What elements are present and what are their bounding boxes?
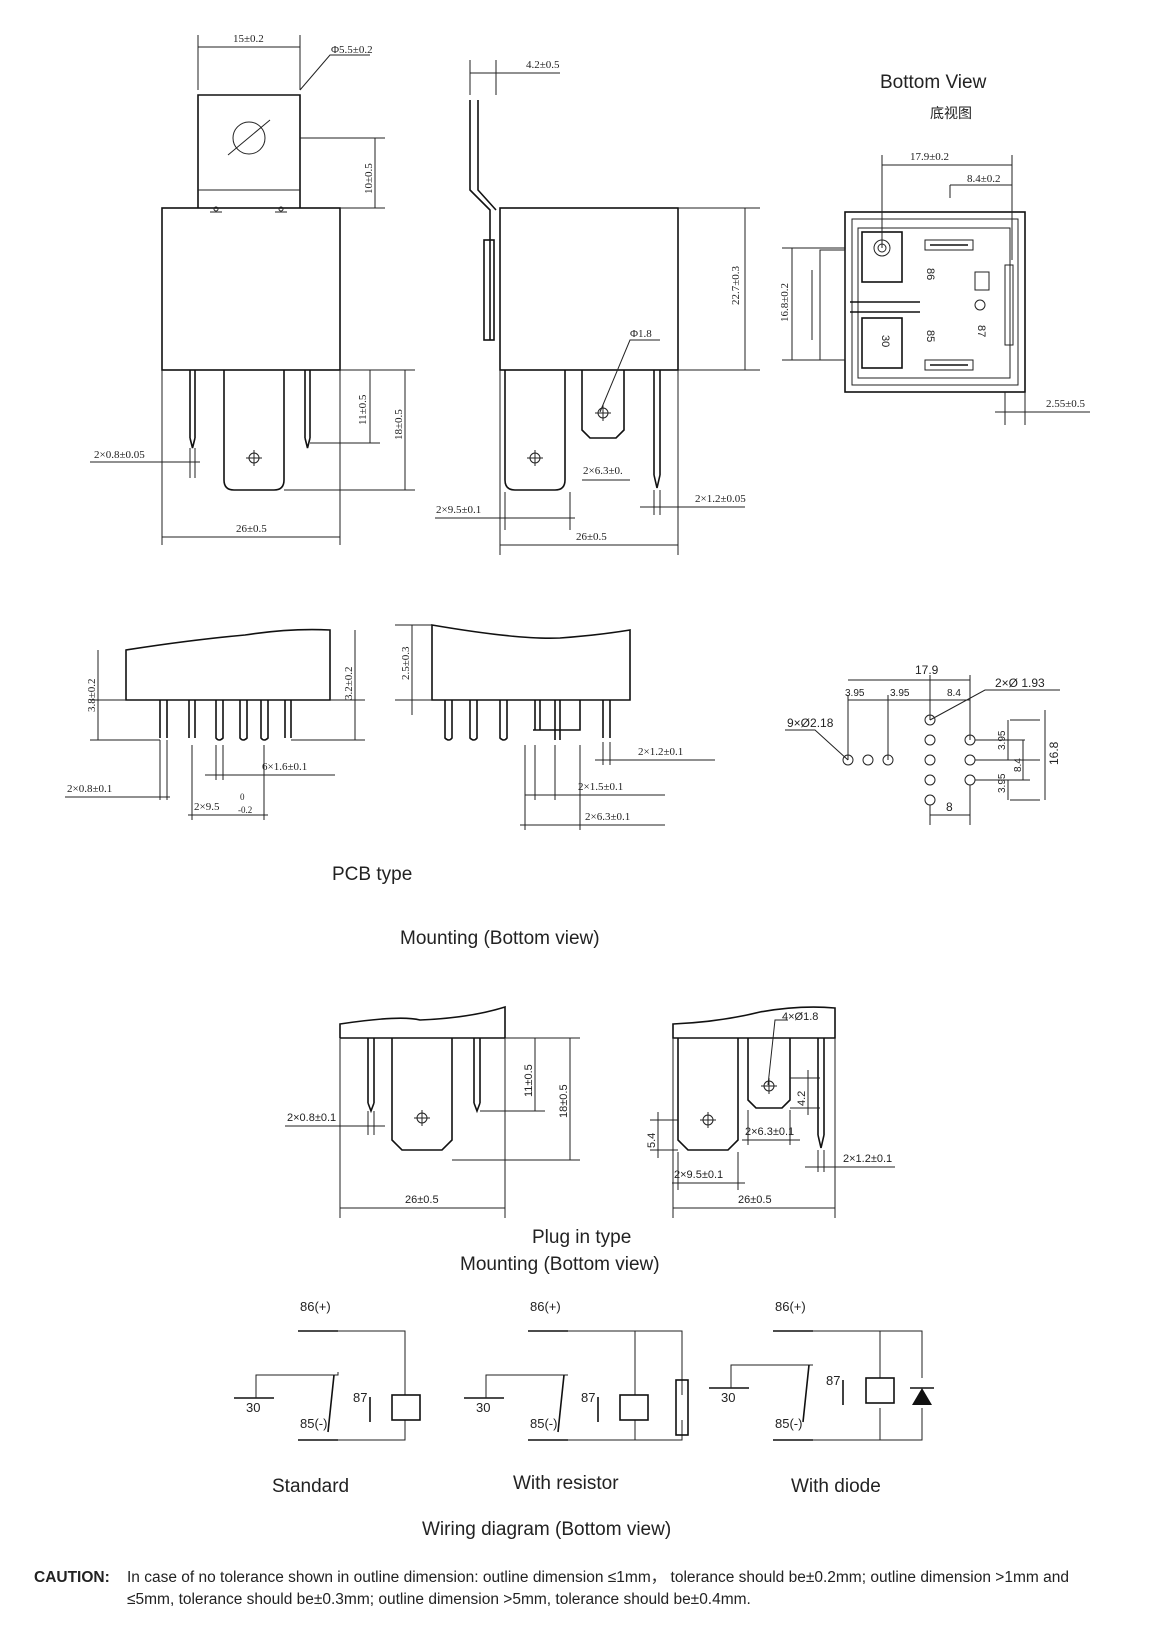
bottom-view-title: Bottom View xyxy=(880,72,987,93)
bv-edge: 2.55±0.5 xyxy=(1046,398,1086,410)
hl-b: 3.95 xyxy=(890,688,910,699)
hl-e: 9×Ø2.18 xyxy=(787,716,834,730)
hl-v3: 16.8 xyxy=(1047,741,1061,765)
side-view: 4.2±0.5 22.7±0.3 Φ1.8 2×6.3±0. 2×9.5±0.1… xyxy=(435,59,760,555)
w2-85: 85(-) xyxy=(530,1416,557,1431)
pcb-pin-6: 6×1.6±0.1 xyxy=(262,761,307,773)
plug-pin-short: 11±0.5 xyxy=(523,1064,535,1097)
mounting-title-2: Mounting (Bottom view) xyxy=(460,1254,660,1275)
side-tab-offset: 4.2±0.5 xyxy=(526,59,560,71)
label-85: 85 xyxy=(924,330,936,342)
bottom-view-terminal-labels: 86 30 87 85 xyxy=(879,268,987,347)
front-pin-long: 18±0.5 xyxy=(393,409,405,440)
side-body-width: 26±0.5 xyxy=(576,531,607,543)
w1-86: 86(+) xyxy=(300,1299,331,1314)
hl-d: 2×Ø 1.93 xyxy=(995,676,1045,690)
caution-text: In case of no tolerance shown in outline… xyxy=(127,1569,1069,1608)
caution-label: CAUTION: xyxy=(34,1569,110,1586)
plug-v42: 4.2 xyxy=(796,1091,808,1106)
pcb-front-view: 3.8±0.2 3.2±0.2 2×0.8±0.1 6×1.6±0.1 2×9.… xyxy=(65,628,365,820)
plug-in-type-title: Plug in type xyxy=(532,1227,631,1248)
label-87: 87 xyxy=(975,325,987,337)
hl-total: 17.9 xyxy=(915,663,939,677)
w2-86: 86(+) xyxy=(530,1299,561,1314)
bv-offset: 8.4±0.2 xyxy=(967,173,1001,185)
side-hole-dia: Φ1.8 xyxy=(630,328,652,340)
bottom-view: Bottom View 底视图 86 30 87 85 17.9±0.2 8.4… xyxy=(779,72,1090,425)
plug-width: 26±0.5 xyxy=(405,1194,439,1206)
w2-87: 87 xyxy=(581,1390,595,1405)
hl-v4: 3.95 xyxy=(997,773,1008,793)
label-30: 30 xyxy=(879,335,891,347)
label-86: 86 xyxy=(924,268,936,280)
front-pin-short: 11±0.5 xyxy=(357,394,369,425)
pcb-side-view: 2.5±0.3 2×1.2±0.1 2×1.5±0.1 2×6.3±0.1 xyxy=(395,624,715,830)
pcb-side-pin-1-5: 2×1.5±0.1 xyxy=(578,781,623,793)
bv-height: 16.8±0.2 xyxy=(779,283,791,322)
side-terminal-w: 2×6.3±0. xyxy=(583,465,623,477)
plug-pin-w: 2×0.8±0.1 xyxy=(287,1112,336,1124)
pcb-side-pin-6-3: 2×6.3±0.1 xyxy=(585,811,630,823)
plug-pin: 2×1.2±0.1 xyxy=(843,1153,892,1165)
diode-label: With diode xyxy=(791,1476,881,1497)
plug-front-view: 11±0.5 18±0.5 2×0.8±0.1 26±0.5 xyxy=(285,1005,580,1218)
hl-v1: 3.95 xyxy=(997,730,1008,750)
front-pin-width: 2×0.8±0.05 xyxy=(94,449,145,461)
w1-30: 30 xyxy=(246,1400,260,1415)
hl-c: 8.4 xyxy=(947,688,961,699)
plug-side-view: 4×Ø1.8 4.2 5.4 2×6.3±0.1 2×9.5±0.1 2×1.2… xyxy=(646,1006,895,1218)
side-body-height: 22.7±0.3 xyxy=(730,265,742,305)
w1-85: 85(-) xyxy=(300,1416,327,1431)
hl-h8: 8 xyxy=(946,800,953,814)
pcb-pin-w: 2×0.8±0.1 xyxy=(67,783,112,795)
pcb-side-h: 2.5±0.3 xyxy=(400,646,412,680)
plug-v54: 5.4 xyxy=(646,1133,658,1148)
pcb-h1: 3.8±0.2 xyxy=(86,678,98,712)
pcb-h2: 3.2±0.2 xyxy=(343,666,355,700)
pcb-tol-up: 0 xyxy=(240,792,245,802)
front-body-width: 26±0.5 xyxy=(236,523,267,535)
bv-width: 17.9±0.2 xyxy=(910,151,949,163)
plug-holes: 4×Ø1.8 xyxy=(782,1011,818,1023)
pcb-type-title: PCB type xyxy=(332,864,412,885)
pcb-side-pin-1-2: 2×1.2±0.1 xyxy=(638,746,683,758)
front-view: 15±0.2 Φ5.5±0.2 10±0.5 11±0.5 18±0.5 2×0… xyxy=(90,33,415,545)
wiring-diode: 86(+) 30 87 85(-) xyxy=(709,1299,934,1441)
plug-term: 2×6.3±0.1 xyxy=(745,1126,794,1138)
front-tab-width: 15±0.2 xyxy=(233,33,264,45)
wiring-standard: 86(+) 30 87 85(-) xyxy=(234,1299,421,1441)
plug-term2: 2×9.5±0.1 xyxy=(674,1169,723,1181)
caution-note: CAUTION: In case of no tolerance shown i… xyxy=(34,1567,1114,1611)
plug-pin-long: 18±0.5 xyxy=(558,1084,570,1118)
side-terminal-9-5: 2×9.5±0.1 xyxy=(436,504,481,516)
pcb-pin-9-5: 2×9.5 xyxy=(194,801,220,813)
w3-86: 86(+) xyxy=(775,1299,806,1314)
front-hole-dia: Φ5.5±0.2 xyxy=(331,44,373,56)
front-tab-height: 10±0.5 xyxy=(363,163,375,194)
wiring-resistor: 86(+) 30 87 85(-) xyxy=(464,1299,689,1441)
hole-layout: 17.9 3.95 3.95 8.4 2×Ø 1.93 9×Ø2.18 3.95… xyxy=(785,663,1061,825)
hl-v2: 8.4 xyxy=(1013,758,1024,772)
resistor-label: With resistor xyxy=(513,1473,619,1494)
wiring-diagram-title: Wiring diagram (Bottom view) xyxy=(422,1519,671,1540)
hl-a: 3.95 xyxy=(845,688,865,699)
w2-30: 30 xyxy=(476,1400,490,1415)
plug-side-width: 26±0.5 xyxy=(738,1194,772,1206)
pcb-tol-dn: -0.2 xyxy=(238,805,252,815)
bottom-view-title-cn: 底视图 xyxy=(930,106,972,122)
w1-87: 87 xyxy=(353,1390,367,1405)
mounting-title-1: Mounting (Bottom view) xyxy=(400,928,600,949)
standard-label: Standard xyxy=(272,1476,349,1497)
side-pin-1-2: 2×1.2±0.05 xyxy=(695,493,746,505)
w3-30: 30 xyxy=(721,1390,735,1405)
w3-85: 85(-) xyxy=(775,1416,802,1431)
w3-87: 87 xyxy=(826,1373,840,1388)
